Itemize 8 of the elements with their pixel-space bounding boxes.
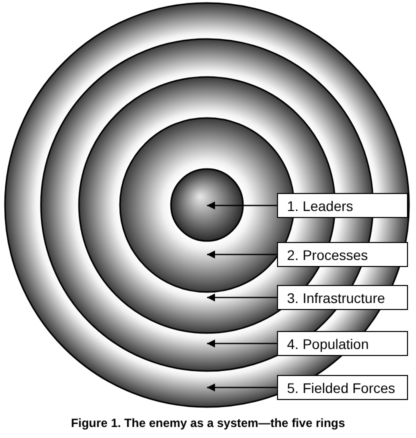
leader-arrow <box>207 250 277 258</box>
core-sphere <box>170 168 244 242</box>
leader-arrow <box>207 294 277 302</box>
leader-arrow <box>207 202 277 210</box>
leader-arrow <box>207 340 277 348</box>
ring-label: 5. Fielded Forces <box>277 375 408 400</box>
figure-caption: Figure 1. The enemy as a system—the five rings <box>70 416 346 430</box>
leader-arrow <box>207 384 277 392</box>
